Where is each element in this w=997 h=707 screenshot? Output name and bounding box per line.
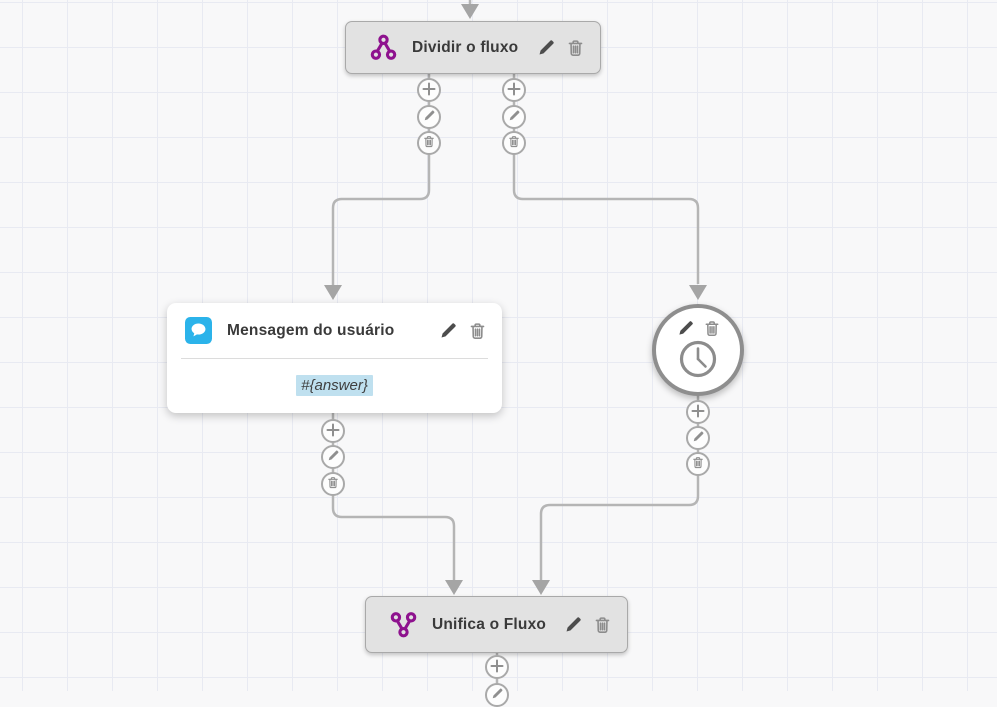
clock-icon (678, 339, 718, 384)
pencil-icon (508, 109, 521, 125)
plus-icon (326, 423, 340, 440)
pencil-icon (692, 430, 705, 446)
trash-icon (423, 135, 435, 151)
split-flow-icon (370, 34, 397, 61)
trash-icon (327, 476, 339, 492)
delete-connector-button[interactable] (321, 472, 345, 496)
node-split-flow[interactable]: Dividir o fluxo (345, 21, 601, 74)
add-connector-button[interactable] (485, 655, 509, 679)
edit-connector-button[interactable] (686, 426, 710, 450)
delete-node-button[interactable] (704, 319, 720, 337)
plus-icon (507, 82, 521, 99)
plus-icon (422, 82, 436, 99)
merge-flow-icon (390, 611, 417, 638)
edit-connector-button[interactable] (321, 445, 345, 469)
add-connector-button[interactable] (502, 78, 526, 102)
trash-icon (692, 456, 704, 472)
node-header: Mensagem do usuário (167, 303, 502, 358)
delete-connector-button[interactable] (502, 131, 526, 155)
delete-connector-button[interactable] (686, 452, 710, 476)
add-connector-button[interactable] (321, 419, 345, 443)
edit-node-button[interactable] (677, 319, 695, 337)
edit-connector-button[interactable] (485, 683, 509, 707)
node-title: Mensagem do usuário (227, 321, 395, 339)
delete-node-button[interactable] (594, 616, 611, 634)
chat-bubble-icon (185, 317, 212, 344)
variable-chip[interactable]: #{answer} (296, 374, 373, 396)
node-divider (181, 358, 488, 359)
edit-node-button[interactable] (564, 615, 583, 634)
edit-node-button[interactable] (439, 321, 458, 340)
pencil-icon (327, 449, 340, 465)
add-connector-button[interactable] (417, 78, 441, 102)
edit-connector-button[interactable] (502, 105, 526, 129)
delete-node-button[interactable] (567, 39, 584, 57)
pencil-icon (491, 687, 504, 703)
trash-icon (508, 135, 520, 151)
add-connector-button[interactable] (686, 400, 710, 424)
edit-node-button[interactable] (537, 38, 556, 57)
edit-connector-button[interactable] (417, 105, 441, 129)
delete-connector-button[interactable] (417, 131, 441, 155)
node-timer[interactable] (652, 304, 744, 396)
delete-node-button[interactable] (469, 322, 486, 340)
node-title: Unifica o Fluxo (432, 615, 547, 633)
node-merge-flow[interactable]: Unifica o Fluxo (365, 596, 628, 653)
node-user-message[interactable]: Mensagem do usuário #{answer} (167, 303, 502, 413)
plus-icon (490, 659, 504, 676)
node-title: Dividir o fluxo (412, 38, 519, 56)
pencil-icon (423, 109, 436, 125)
plus-icon (691, 404, 705, 421)
